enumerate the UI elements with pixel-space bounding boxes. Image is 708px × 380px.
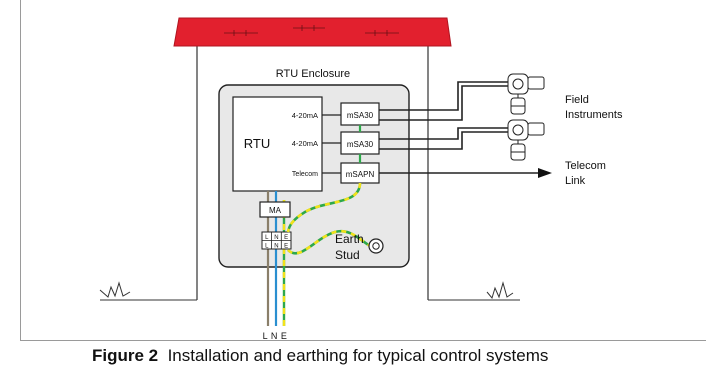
rtu-port-1: 4-20mA (292, 111, 318, 120)
module-msapn-label: mSAPN (346, 170, 375, 179)
terminal-block: L N E L N E (261, 231, 292, 250)
building-roof (173, 17, 452, 47)
module-msa30-2-label: mSA30 (347, 140, 374, 149)
earth-stud-line1: Earth (335, 232, 364, 246)
telecom-link-line2: Link (565, 175, 586, 187)
earth-stud (368, 238, 384, 254)
field-instrument-1 (507, 73, 545, 115)
field-instruments-line1: Field (565, 94, 589, 106)
rtu-module-links (322, 114, 341, 174)
figure-caption: Figure 2 Installation and earthing for t… (92, 346, 548, 366)
earth-stud-line2: Stud (335, 248, 360, 262)
earthing-diagram: RTU Enclosure RTU 4-20mA 4-20mA Telecom … (99, 17, 623, 341)
rtu-label: RTU (244, 136, 270, 151)
terminal-letter-n: N (274, 235, 278, 241)
rtu-port-3: Telecom (292, 171, 318, 178)
terminal-letter-e: E (284, 235, 288, 241)
telecom-arrow (538, 168, 552, 178)
roof-tiles (224, 25, 399, 36)
grass-right (486, 281, 514, 300)
earth-bond-cables (286, 182, 371, 255)
field-wiring (379, 81, 538, 174)
ma-module (259, 201, 291, 218)
terminal-letter-l-2: L (265, 244, 269, 250)
terminal-letter-n-2: N (274, 244, 278, 250)
enclosure-label: RTU Enclosure (276, 68, 350, 80)
field-instruments-line2: Instruments (565, 109, 623, 121)
caption-text: Installation and earthing for typical co… (167, 346, 549, 365)
telecom-link-line1: Telecom (565, 160, 606, 172)
grass-left (99, 281, 131, 298)
supply-label: L N E (263, 331, 288, 341)
caption-label: Figure 2 (92, 346, 159, 365)
rtu-box (232, 96, 323, 192)
figure-border (20, 0, 706, 341)
terminal-letter-e-2: E (284, 244, 288, 250)
terminal-letter-l: L (265, 235, 269, 241)
rtu-port-2: 4-20mA (292, 139, 318, 148)
field-instrument-2 (507, 119, 545, 161)
module-msa30-1-label: mSA30 (347, 111, 374, 120)
ma-label: MA (269, 206, 282, 215)
